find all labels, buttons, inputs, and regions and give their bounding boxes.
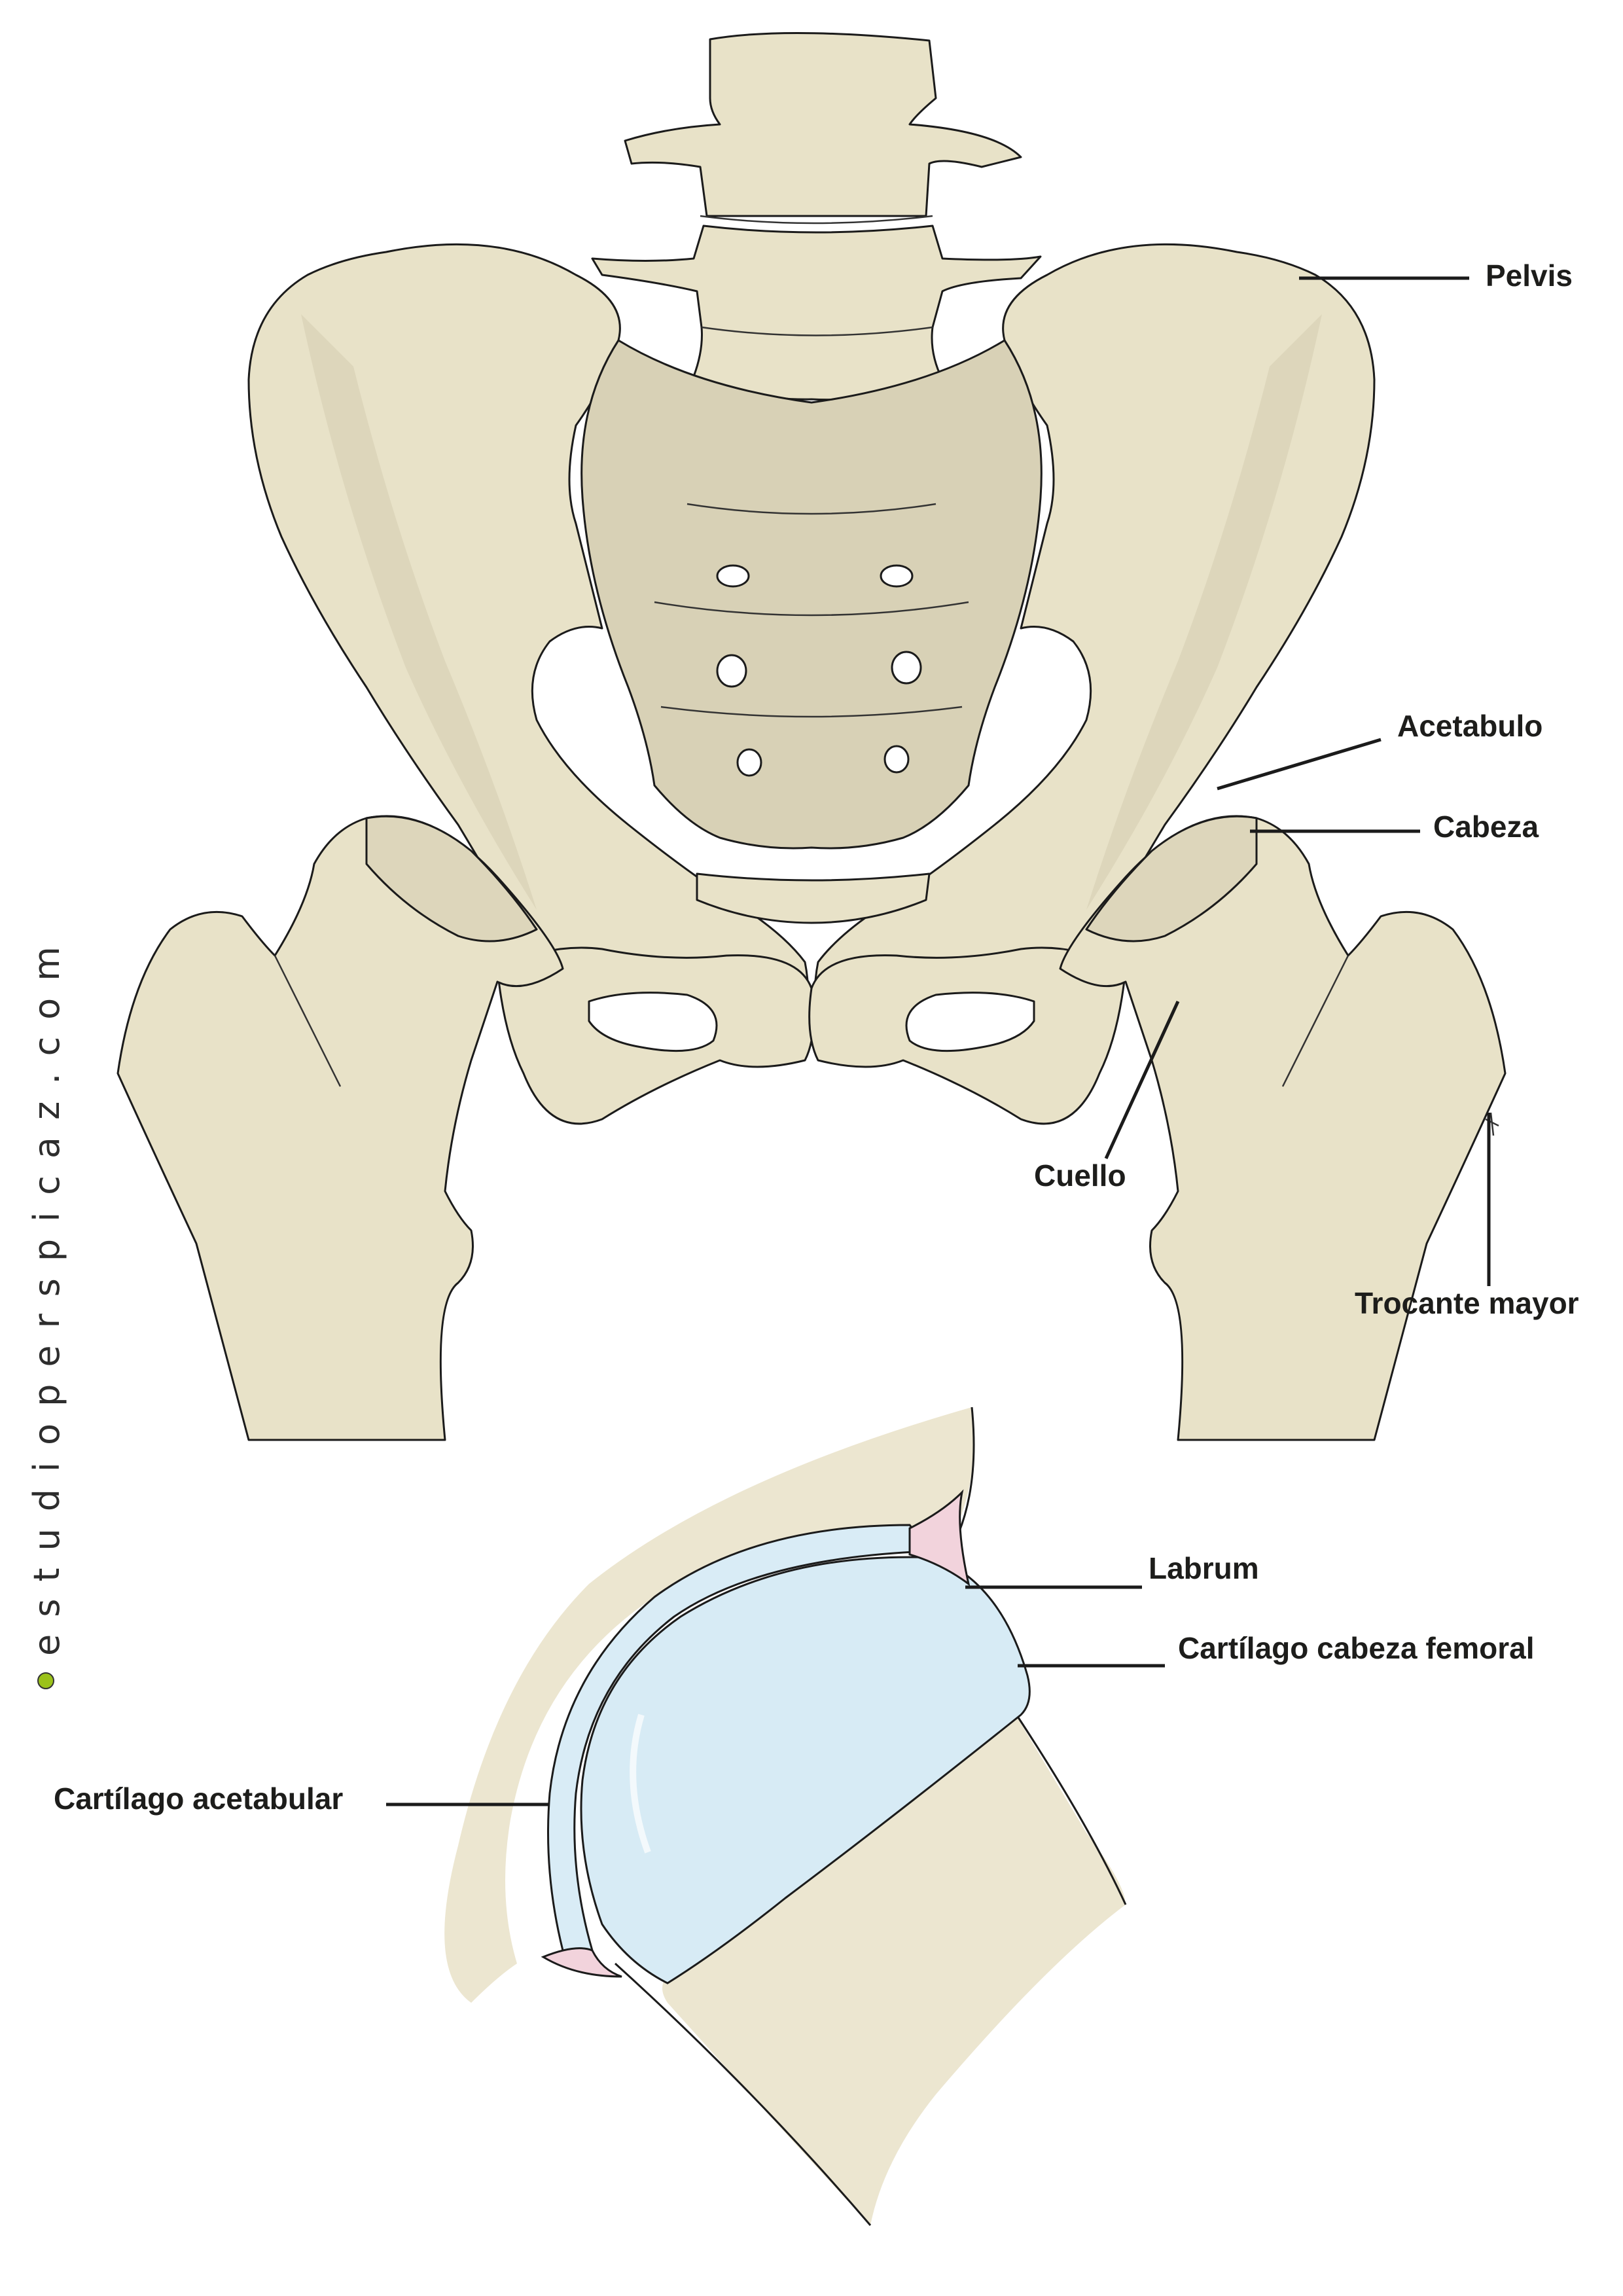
labrum-bottom: [541, 1947, 622, 1978]
labrum-top: [908, 1489, 971, 1587]
sacral-foramen: [736, 748, 762, 777]
right-ilium-shadow: [1086, 314, 1322, 910]
detail-pelvis-bone: [444, 1407, 974, 2003]
sacral-foramen: [716, 564, 750, 588]
left-hip-bone: [247, 243, 815, 1125]
femoral-head-cartilage: [580, 1556, 1031, 1984]
sacrum: [580, 339, 1043, 924]
left-femur: [116, 815, 564, 1441]
right-femur-shaft: [1059, 815, 1507, 1441]
sacral-foramen: [880, 564, 914, 588]
sacral-foramen: [891, 651, 922, 685]
left-obturator-foramen: [588, 992, 718, 1052]
label-labrum: Labrum: [1149, 1551, 1259, 1585]
right-femur: [1059, 815, 1507, 1441]
label-acetabulo: Acetabulo: [1397, 709, 1543, 743]
label-cartilago-cabeza-femoral: Cartílago cabeza femoral: [1178, 1631, 1535, 1665]
lumbar-vertebrae: [591, 31, 1042, 401]
label-cabeza: Cabeza: [1433, 810, 1539, 844]
sacral-foramen: [716, 654, 747, 688]
detail-femur-bone: [662, 1702, 1126, 2225]
coccyx: [696, 872, 931, 924]
right-femoral-head: [1085, 815, 1258, 942]
left-femur-shaft: [116, 815, 564, 1441]
leader-lines-top: [1104, 276, 1491, 1286]
watermark-text: estudioperspicaz.com: [26, 929, 67, 1656]
sacrum-body: [580, 339, 1043, 850]
acetabulo-leader: [1217, 738, 1382, 791]
watermark-dot-icon: [37, 1672, 54, 1689]
label-trocante-mayor: Trocante mayor: [1355, 1286, 1579, 1320]
left-ilium-shadow: [301, 314, 537, 910]
vertebra-upper: [624, 31, 1022, 217]
watermark: estudioperspicaz.com: [26, 929, 67, 1689]
labels: Pelvis Acetabulo Cabeza Cuello Trocante …: [54, 259, 1579, 1816]
label-cartilago-acetabular: Cartílago acetabular: [54, 1782, 343, 1816]
left-femoral-head: [365, 815, 538, 942]
right-obturator-foramen: [905, 992, 1035, 1052]
joint-detail: [386, 1407, 1165, 2226]
right-hip-bone: [808, 243, 1376, 1125]
label-pelvis: Pelvis: [1486, 259, 1573, 293]
cuello-leader: [1104, 1000, 1180, 1160]
sacral-foramen: [883, 745, 910, 774]
label-cuello: Cuello: [1034, 1158, 1126, 1193]
